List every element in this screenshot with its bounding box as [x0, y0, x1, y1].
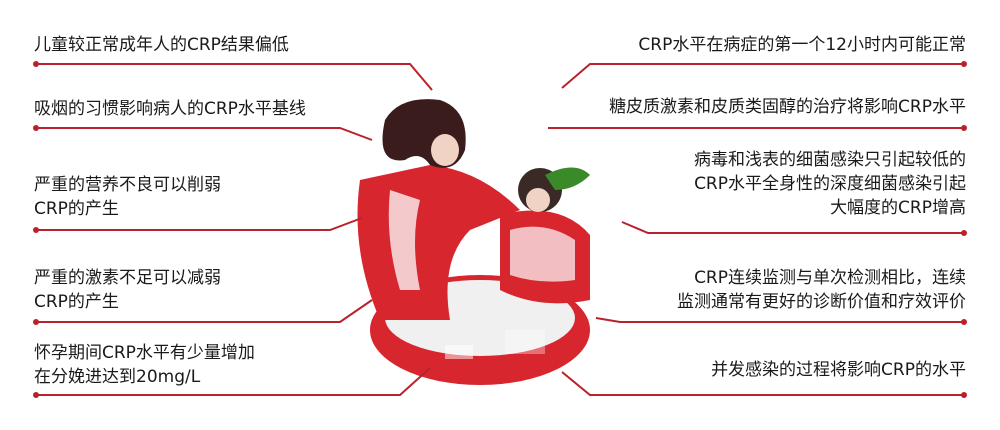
note-steroid-treatment: 糖皮质激素和皮质类固醇的治疗将影响CRP水平 [609, 97, 966, 117]
note-hormone-deficiency: 严重的激素不足可以减弱 CRP的产生 [34, 268, 221, 312]
note-complicating-infection: 并发感染的过程将影响CRP的水平 [711, 360, 966, 380]
note-malnutrition: 严重的营养不良可以削弱 CRP的产生 [34, 175, 221, 219]
note-infection-types: 病毒和浅表的细菌感染只引起较低的 CRP水平全身性的深度细菌感染引起 大幅度的C… [694, 150, 966, 218]
note-children-crp-low: 儿童较正常成年人的CRP结果偏低 [34, 35, 289, 55]
note-pregnancy: 怀孕期间CRP水平有少量增加 在分娩进达到20mg/L [34, 343, 255, 387]
note-continuous-monitoring: CRP连续监测与单次检测相比，连续 监测通常有更好的诊断价值和疗效评价 [677, 268, 966, 312]
note-smoking-baseline: 吸烟的习惯影响病人的CRP水平基线 [34, 99, 306, 119]
note-first-12-hours: CRP水平在病症的第一个12小时内可能正常 [638, 35, 966, 55]
